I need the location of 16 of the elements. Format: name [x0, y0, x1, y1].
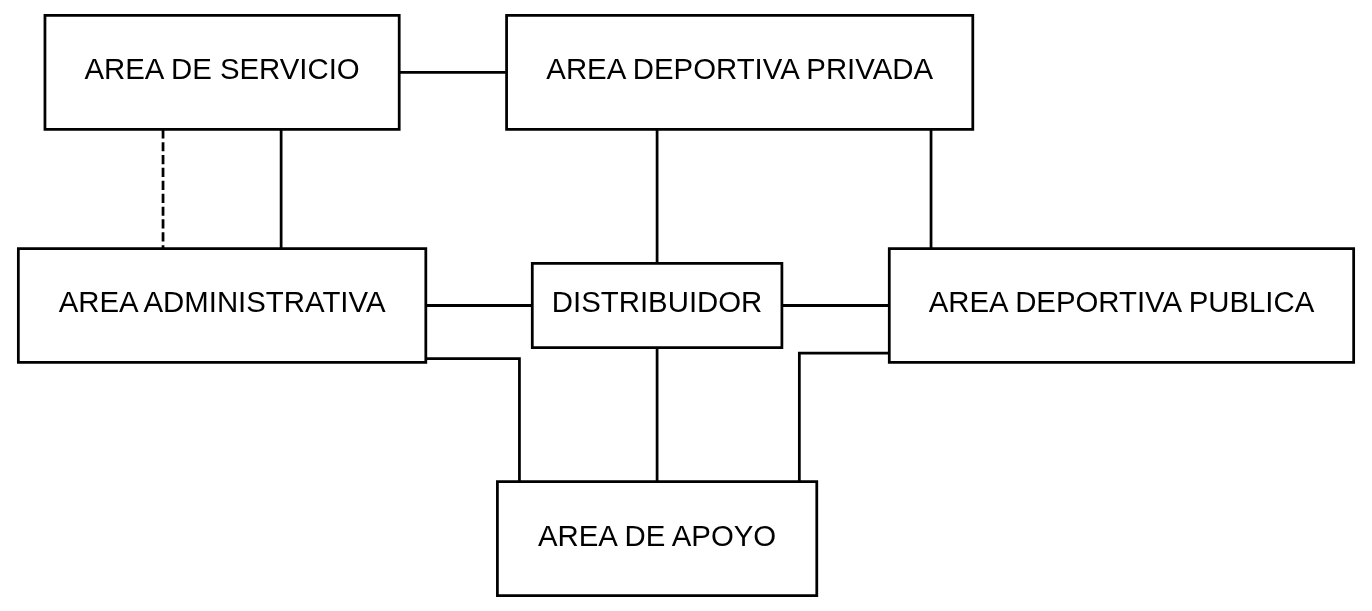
connector	[279, 129, 283, 249]
node-box: AREA DE SERVICIO	[43, 14, 401, 131]
node-box: AREA DE APOYO	[496, 480, 819, 597]
connector	[655, 348, 659, 482]
node-box: AREA DEPORTIVA PRIVADA	[505, 14, 975, 131]
connector	[426, 357, 521, 482]
connector	[399, 71, 506, 74]
connector	[426, 304, 533, 307]
connector	[929, 129, 933, 249]
connector	[797, 351, 890, 482]
connector	[161, 129, 165, 249]
node-box: AREA ADMINISTRATIVA	[16, 247, 428, 364]
node-box: DISTRIBUIDOR	[530, 261, 784, 350]
connector	[782, 304, 889, 307]
node-box: AREA DEPORTIVA PUBLICA	[887, 247, 1356, 364]
connector	[655, 129, 659, 263]
